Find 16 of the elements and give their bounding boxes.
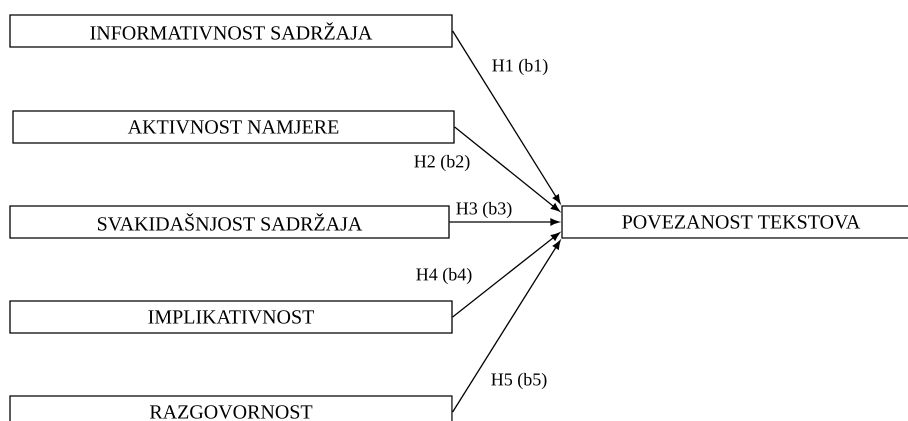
edge-label: H4 (b4) (416, 268, 472, 284)
arrow (452, 30, 561, 204)
edge-label: H3 (b3) (456, 202, 512, 218)
variable-box: RAZGOVORNOST (9, 395, 453, 421)
arrow (454, 126, 560, 212)
edge-label: H2 (b2) (414, 154, 470, 172)
variable-box: IMPLIKATIVNOST (9, 300, 453, 334)
arrow (452, 240, 561, 412)
variable-box: POVEZANOST TEKSTOVA (561, 205, 908, 239)
variable-box: AKTIVNOST NAMJERE (12, 110, 455, 144)
variable-box: INFORMATIVNOST SADRŽAJA (9, 14, 453, 48)
arrow (452, 232, 560, 318)
arrow (450, 218, 560, 226)
edge-label: H1 (b1) (492, 58, 548, 76)
edge-label: H5 (b5) (491, 372, 546, 390)
variable-box: SVAKIDAŠNJOST SADRŽAJA (9, 205, 450, 239)
